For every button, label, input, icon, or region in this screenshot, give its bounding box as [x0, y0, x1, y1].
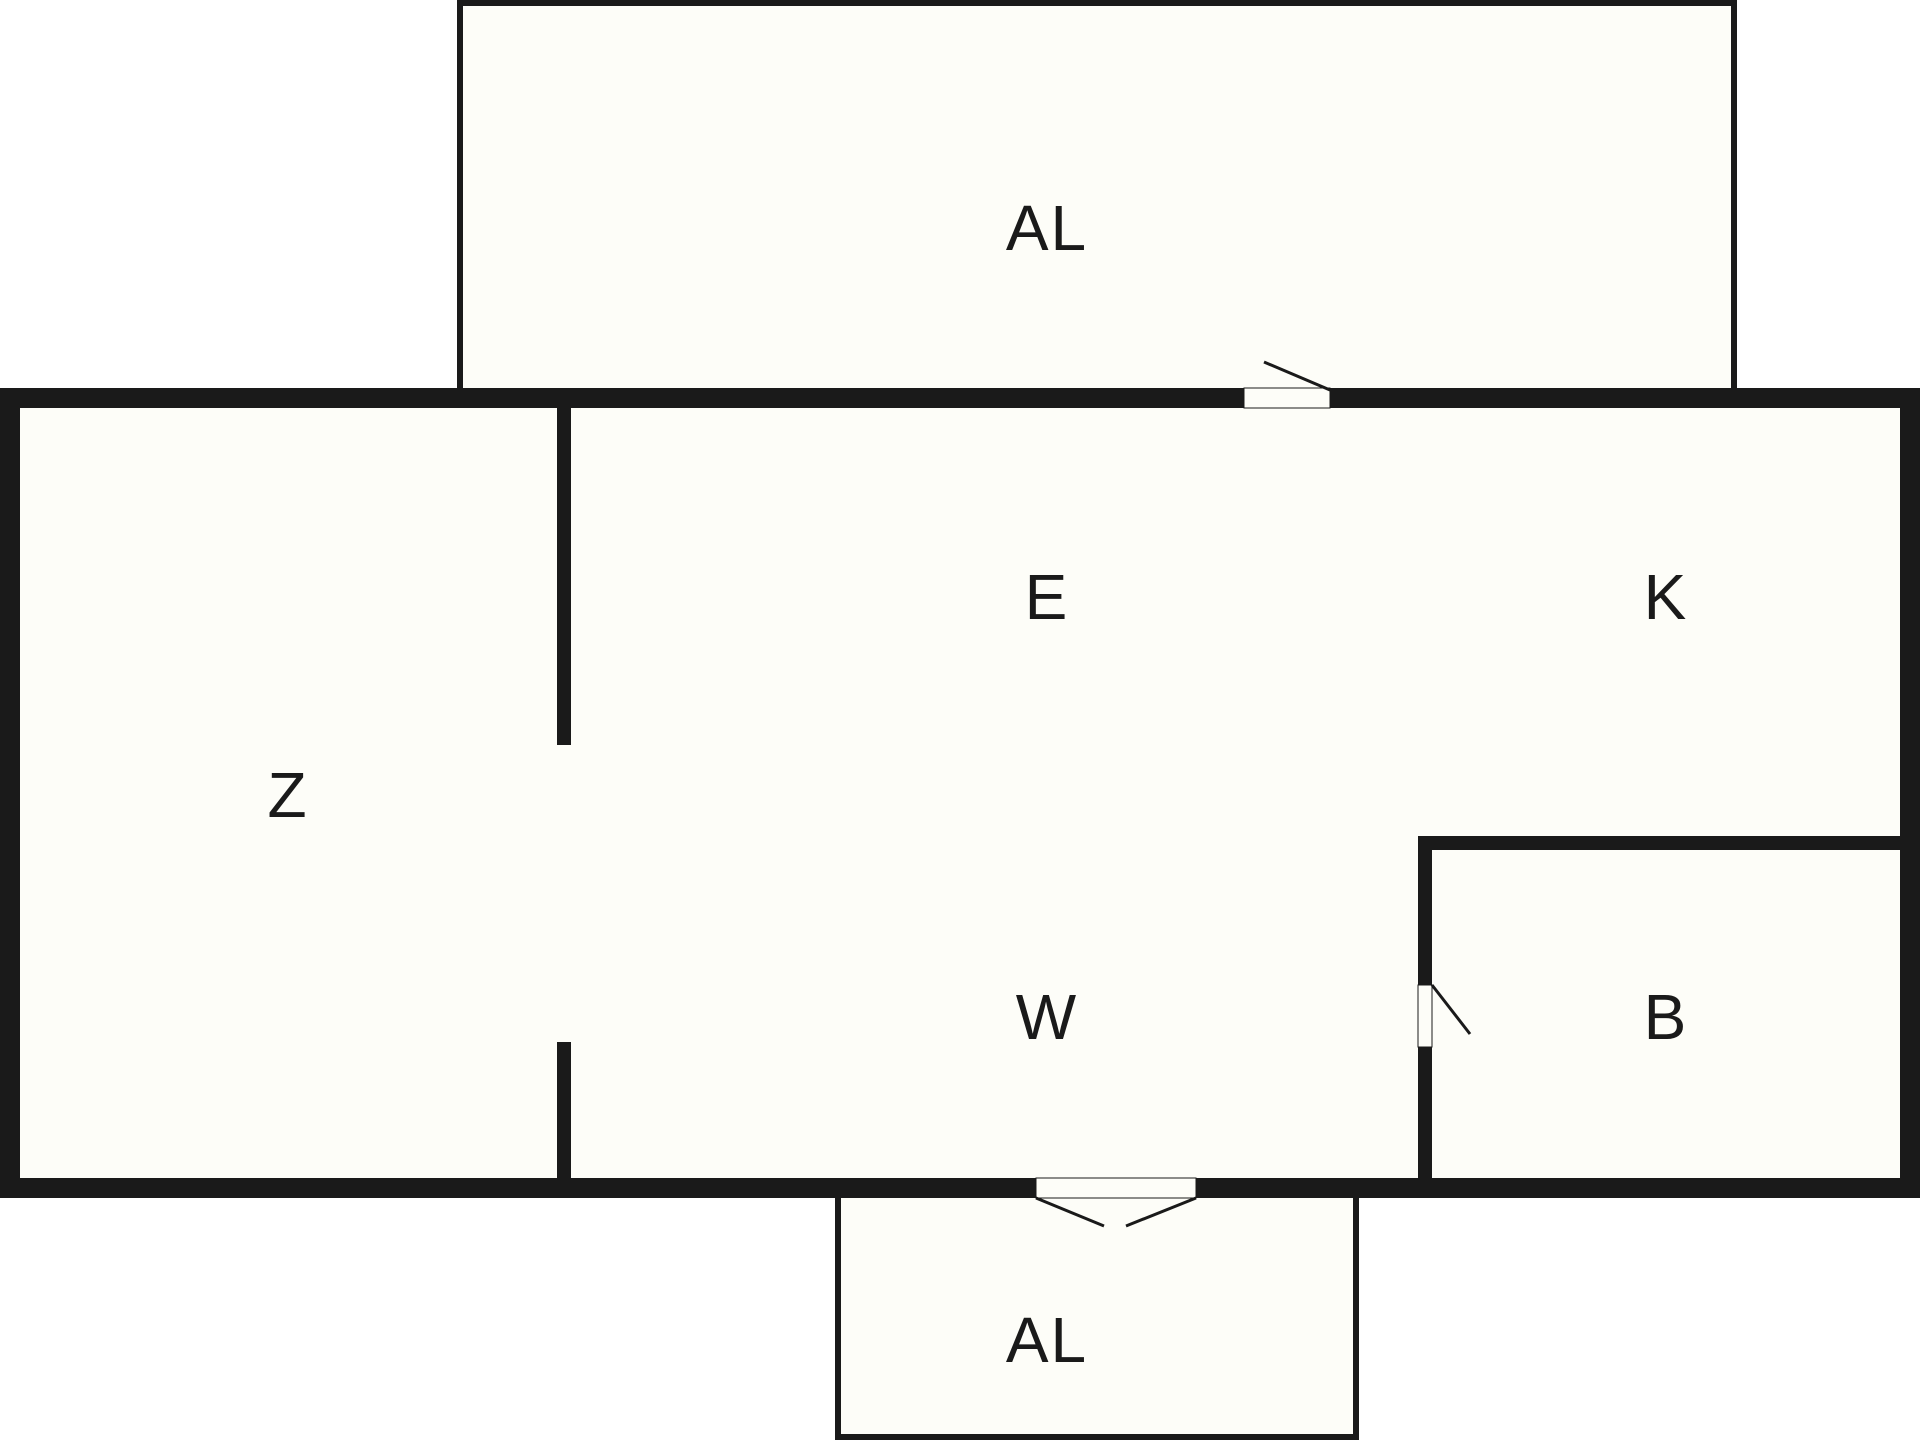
balcony-top-area	[457, 0, 1737, 398]
room-label-living: W	[1016, 981, 1078, 1053]
balcony-bottom-area	[835, 1187, 1359, 1440]
room-label-balcony-bottom: AL	[1006, 1304, 1088, 1376]
room-label-bathroom: B	[1644, 981, 1689, 1053]
room-label-balcony-top: AL	[1006, 192, 1088, 264]
apartment-floor	[10, 398, 1910, 1188]
door-bathroom	[1417, 984, 1472, 1048]
outer-walls	[0, 388, 1920, 1198]
door-balcony-top	[1243, 360, 1331, 409]
door-balcony-bottom	[1035, 1177, 1197, 1228]
room-label-entrance: E	[1025, 561, 1070, 633]
room-label-kitchen: K	[1644, 561, 1689, 633]
interior-walls	[557, 405, 1903, 1182]
room-label-bedroom: Z	[267, 759, 308, 831]
